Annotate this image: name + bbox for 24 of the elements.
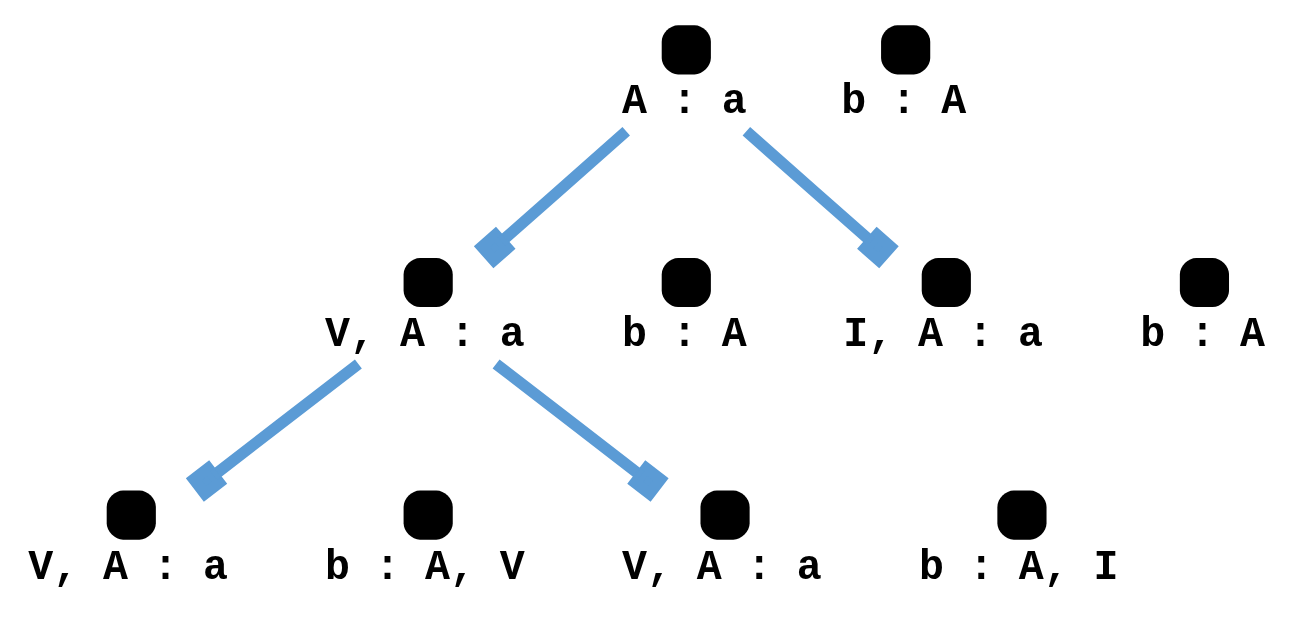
node-circle [403,490,453,540]
connector [492,358,669,502]
connector [185,358,362,502]
node-label: I, A : a [843,310,1043,358]
node-circle [403,257,453,307]
node-label: V, A : a [28,543,228,591]
connector [473,126,630,268]
node-label: b : A, V [325,543,525,591]
node-label: A : a [622,77,747,125]
node-label: b : A [1140,310,1265,358]
node-circle [997,490,1047,540]
node-circle [700,490,750,540]
node-label: V, A : a [325,310,525,358]
node-circle [106,490,156,540]
connector [742,126,899,268]
node-circle [1179,257,1229,307]
node-label: b : A [841,77,967,125]
node-circle [661,24,711,74]
node-circle [881,24,931,74]
node-circle [921,257,971,307]
node-label: V, A : a [622,543,822,591]
node-circle [661,257,711,307]
node-label: b : A, I [918,543,1119,591]
node-label: b : A [622,310,747,358]
